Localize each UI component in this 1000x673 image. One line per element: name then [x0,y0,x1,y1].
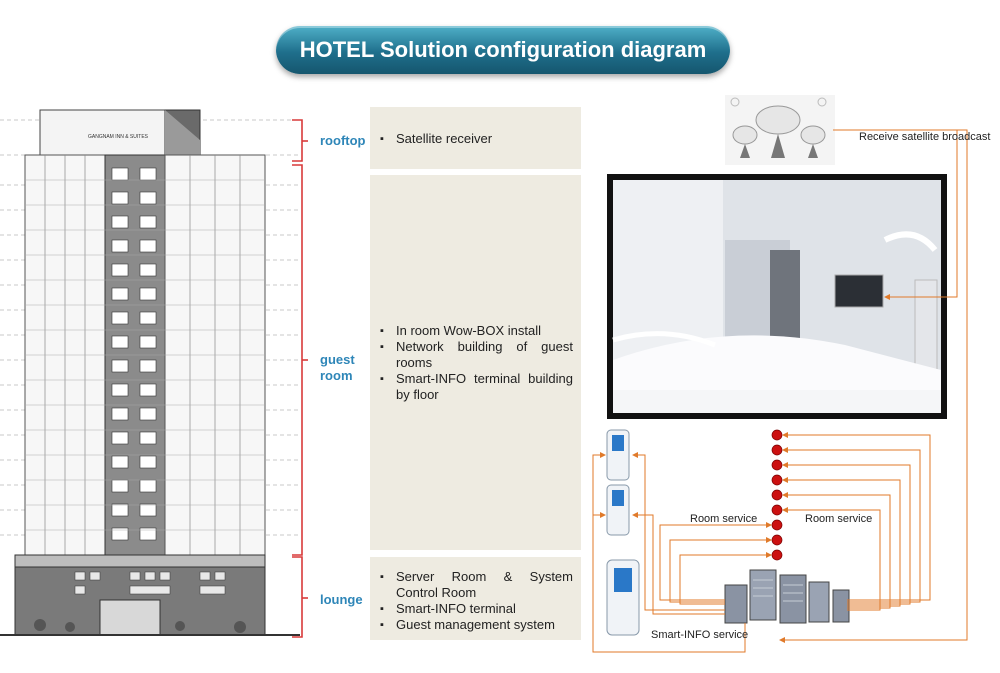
network-diagram [592,95,968,653]
label-room-service-right: Room service [805,513,873,525]
label-room-service-left: Room service [690,513,758,525]
zone-label-rooftop: rooftop [320,133,366,148]
rooftop-item: Satellite receiver [380,131,573,147]
server-rack-icon [724,569,850,624]
lounge-panel: Server Room & System Control Room Smart-… [370,557,581,640]
zone-label-guest-room: guest room [320,352,355,383]
zone-brackets [292,119,308,638]
guest-room-item: In room Wow-BOX install [380,323,573,339]
lounge-item: Guest management system [380,617,573,633]
building-sign: GANGNAM INN & SUITES [88,134,149,140]
label-receive-satellite: Receive satellite broadcast [859,131,991,143]
guest-room-item: Network building of guest rooms [380,339,573,371]
room-node-stack [771,429,783,561]
diagram-title: HOTEL Solution configuration diagram [276,26,730,74]
satellite-dish-icon [725,95,835,165]
guest-room-panel: In room Wow-BOX install Network building… [370,175,581,550]
hotel-building-illustration: GANGNAM INN & SUITES [0,109,300,636]
lounge-item: Smart-INFO terminal [380,601,573,617]
smart-info-kiosk-icon [606,429,640,636]
guest-room-item: Smart-INFO terminal building by floor [380,371,573,403]
label-smart-info-service: Smart-INFO service [651,629,749,641]
zone-label-lounge: lounge [320,592,363,607]
lounge-item: Server Room & System Control Room [380,569,573,601]
rooftop-panel: Satellite receiver [370,107,581,169]
flow-arrows [592,129,968,653]
